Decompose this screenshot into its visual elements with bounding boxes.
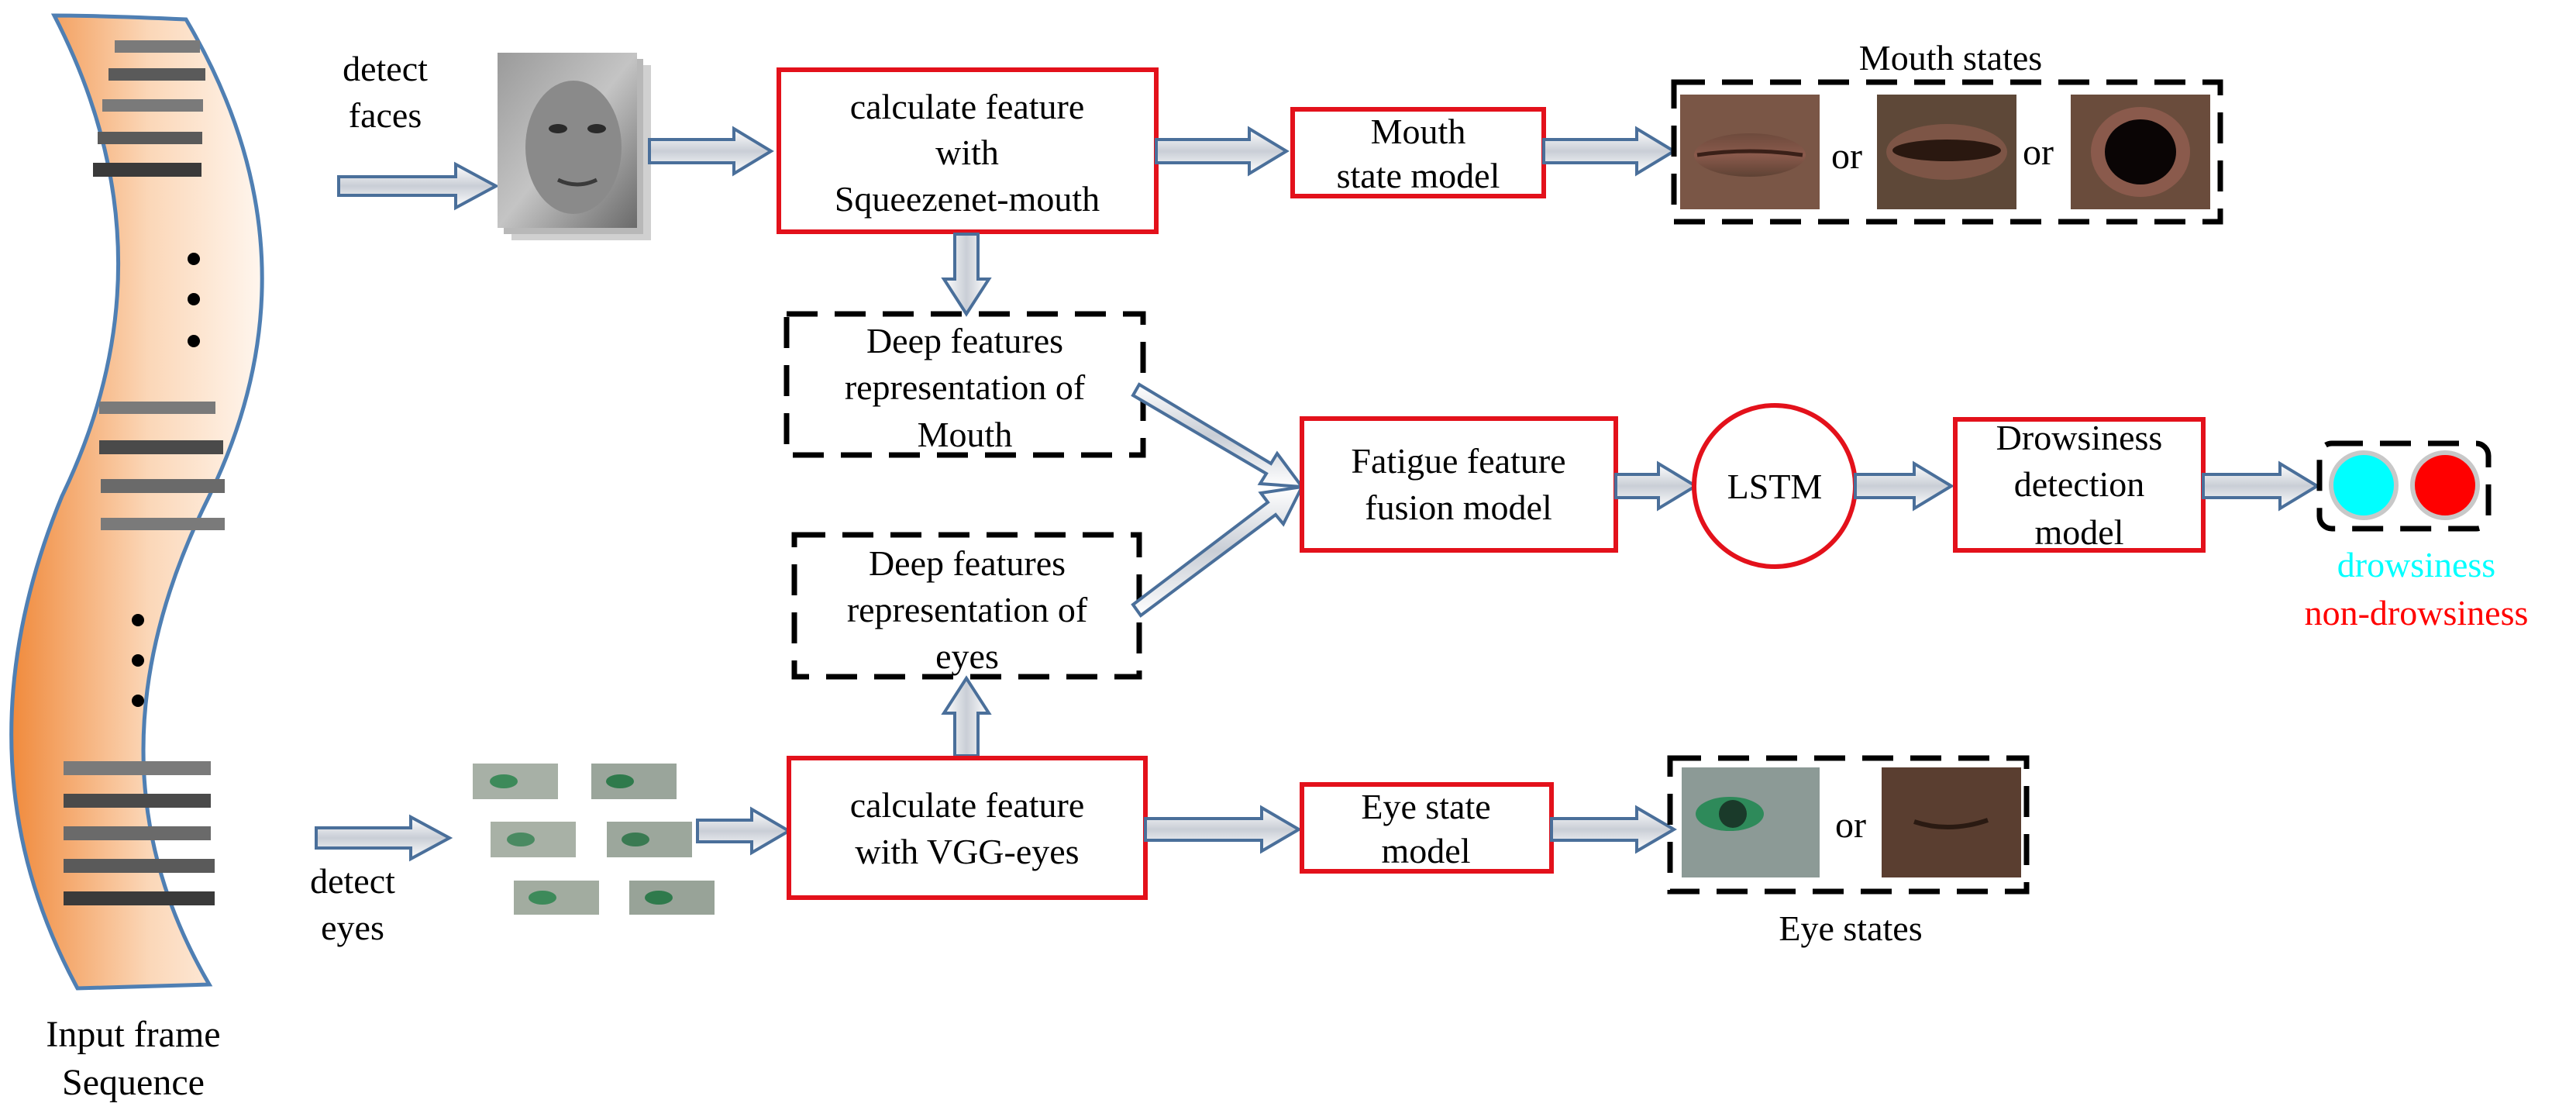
deep-eyes-label-1: Deep features: [869, 543, 1066, 583]
arrow-face-to-squeezenet: [648, 126, 774, 177]
ellipsis-dots-2: [132, 614, 144, 707]
eye-states-label: Eye states: [1779, 908, 1922, 948]
deep-eyes-label-2: representation of: [847, 590, 1088, 629]
arrow-deep-mouth-to-fusion: [1131, 382, 1306, 489]
non-drowsiness-indicator: [2410, 450, 2480, 520]
arrow-squeezenet-to-mouth-model: [1155, 126, 1290, 177]
lstm-label: LSTM: [1727, 467, 1823, 506]
arrow-detect-faces: [337, 161, 500, 211]
arrow-detect-eyes: [315, 814, 453, 862]
frame-band: [9, 13, 264, 991]
detect-eyes-label-2: eyes: [321, 908, 384, 947]
output-indicator-box: [2316, 440, 2492, 532]
drowsiness-detection-label-2: detection: [2014, 464, 2145, 504]
mouth-state-model-label-2: state model: [1337, 156, 1500, 195]
arrow-vgg-to-eye-model: [1144, 805, 1302, 854]
arrow-fusion-to-lstm: [1614, 460, 1699, 512]
squeezenet-label-2: with: [935, 133, 999, 172]
arrow-mouth-model-to-states: [1542, 126, 1677, 177]
arrow-detection-to-output: [2202, 460, 2320, 512]
deep-mouth-box: [783, 311, 1146, 458]
deep-mouth-label-3: Mouth: [918, 415, 1013, 454]
deep-mouth-label-1: Deep features: [866, 321, 1063, 360]
detect-faces-label: detect: [343, 49, 428, 88]
vgg-label-2: with VGG-eyes: [855, 832, 1079, 871]
frame-thumbnails-bottom: [64, 761, 215, 905]
fusion-box: [1300, 416, 1618, 553]
arrow-deep-eyes-to-fusion: [1131, 484, 1305, 618]
fusion-label-2: fusion model: [1365, 488, 1551, 527]
drowsiness-label: drowsiness: [2337, 545, 2495, 584]
eye-state-model-box: [1300, 782, 1554, 874]
fusion-label-1: Fatigue feature: [1351, 441, 1565, 481]
mouth-open-slight-image: [1877, 95, 2016, 209]
eye-states-box: [1667, 755, 2030, 895]
vgg-label-1: calculate feature: [850, 785, 1085, 825]
arrow-vgg-to-deep-eyes: [941, 675, 992, 757]
frame-thumbnails-top: [93, 40, 205, 177]
eye-state-model-label-2: model: [1382, 831, 1471, 871]
eye-closed-image: [1882, 767, 2021, 877]
deep-eyes-box: [791, 532, 1142, 680]
input-frame-label-2: Sequence: [62, 1062, 205, 1103]
squeezenet-label-3: Squeezenet-mouth: [835, 179, 1100, 219]
mouth-closed-image: [1680, 95, 1820, 209]
drowsiness-indicator: [2329, 450, 2399, 520]
drowsiness-detection-box: [1953, 417, 2206, 553]
detect-eyes-label: detect: [310, 861, 395, 901]
eye-crops-group: [473, 764, 715, 915]
or-label-eye: or: [1835, 805, 1866, 846]
non-drowsiness-label: non-drowsiness: [2305, 593, 2529, 633]
mouth-open-wide-image: [2071, 95, 2210, 209]
mouth-state-model-box: [1290, 107, 1546, 198]
deep-mouth-label-2: representation of: [845, 367, 1086, 407]
mouth-state-model-label-1: Mouth: [1371, 112, 1466, 151]
frame-thumbnails-middle: [99, 402, 225, 530]
eye-state-model-label-1: Eye state: [1361, 787, 1490, 826]
ellipsis-dots-1: [188, 253, 200, 347]
input-frame-sequence: [9, 13, 264, 991]
mouth-states-label: Mouth states: [1859, 38, 2042, 78]
arrow-eye-model-to-states: [1550, 805, 1677, 854]
detect-faces-label-2: faces: [349, 95, 422, 135]
or-label-mouth-2: or: [2023, 132, 2054, 173]
arrow-eyes-to-vgg: [696, 806, 792, 856]
arrow-squeezenet-to-deep-mouth: [941, 233, 992, 317]
deep-eyes-label-3: eyes: [935, 636, 999, 676]
vgg-box: [787, 756, 1148, 900]
face-image-stack: [498, 53, 651, 240]
or-label-mouth-1: or: [1831, 136, 1862, 177]
arrow-lstm-to-detection: [1854, 460, 1954, 512]
drowsiness-detection-label-3: model: [2035, 512, 2124, 552]
eye-open-image: [1682, 767, 1820, 877]
input-frame-label: Input frame: [46, 1014, 220, 1055]
drowsiness-detection-label-1: Drowsiness: [1996, 418, 2163, 457]
mouth-states-box: [1671, 79, 2223, 225]
squeezenet-label-1: calculate feature: [850, 87, 1085, 126]
